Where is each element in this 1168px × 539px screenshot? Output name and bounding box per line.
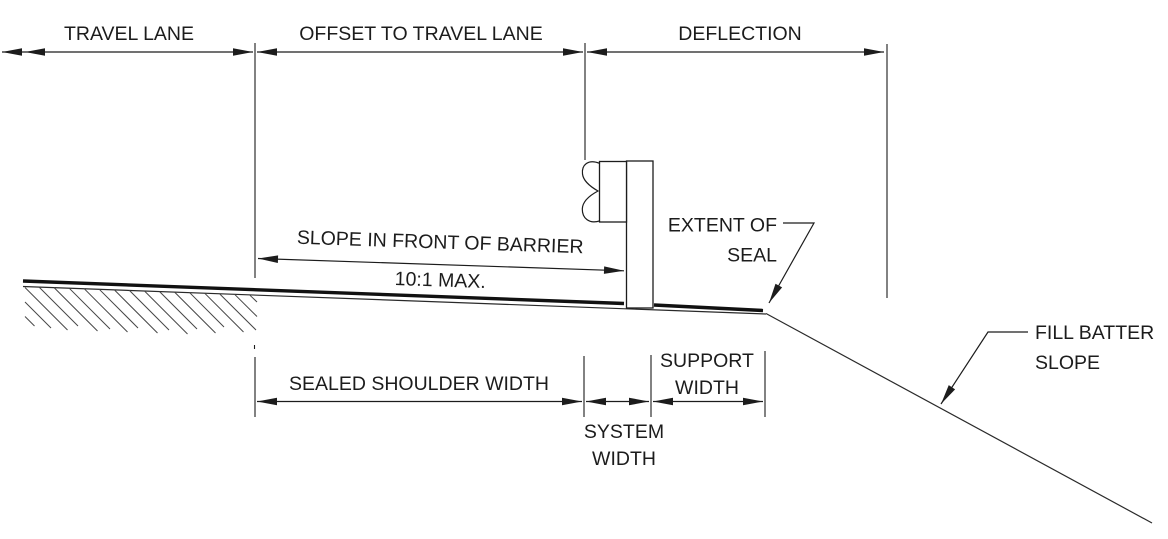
slope-dimension-line (257, 255, 625, 274)
hatch-line (24, 287, 68, 331)
extent-of-seal-label-line1: EXTENT OF (668, 215, 777, 237)
deflection-dimension: DEFLECTION (587, 23, 884, 56)
hatch-line (68, 287, 111, 330)
hatch-line (38, 286, 79, 327)
sealed-shoulder-width-dimension: SEALED SHOULDER WIDTH (257, 373, 582, 406)
hatch-line (189, 292, 225, 328)
hatch-line (159, 291, 198, 330)
deflection-label: DEFLECTION (678, 23, 802, 45)
system-width-dimension: SYSTEM WIDTH (584, 397, 664, 470)
fill-batter-slope-line (765, 312, 1153, 524)
slope-in-front-of-barrier-label: SLOPE IN FRONT OF BARRIER (297, 227, 584, 258)
offset-to-travel-lane-dimension: OFFSET TO TRAVEL LANE (257, 23, 583, 56)
hatch-line (204, 292, 244, 333)
system-width-label-line2: WIDTH (592, 448, 656, 470)
hatch-line (234, 294, 258, 317)
pavement-underside-line (22, 285, 767, 315)
hatch-line (144, 290, 188, 335)
fill-batter-slope-label-line1: FILL BATTER (1035, 322, 1154, 344)
hatch-line (98, 288, 139, 329)
offset-to-travel-lane-label: OFFSET TO TRAVEL LANE (299, 23, 542, 45)
support-width-dimension: SUPPORT WIDTH (653, 350, 763, 406)
ground-hatching (24, 286, 258, 335)
support-width-label-line2: WIDTH (675, 377, 739, 399)
travel-lane-label: TRAVEL LANE (64, 23, 194, 45)
support-width-label-line1: SUPPORT (660, 350, 754, 372)
fill-batter-slope-callout: FILL BATTER SLOPE (940, 322, 1154, 405)
extent-of-seal-leader-line (768, 222, 816, 304)
extent-of-seal-label-line2: SEAL (727, 245, 777, 267)
hatch-line (249, 294, 258, 303)
hatch-line (83, 288, 128, 333)
slope-in-front-of-barrier-dimension: SLOPE IN FRONT OF BARRIER 10:1 MAX. (257, 227, 625, 293)
hatch-line (219, 293, 257, 331)
fill-batter-slope-label-line2: SLOPE (1035, 352, 1100, 374)
road-surface (22, 279, 1153, 524)
hatch-line (174, 291, 216, 334)
slope-ratio-label: 10:1 MAX. (394, 268, 486, 293)
system-width-label-line1: SYSTEM (584, 421, 664, 443)
barrier (581, 160, 654, 309)
travel-lane-dimension: TRAVEL LANE (2, 23, 253, 56)
fill-batter-slope-leader-line (940, 331, 1028, 405)
seal-surface-line (653, 303, 764, 313)
hatch-line (114, 289, 158, 334)
pavement-surface-line (22, 279, 625, 306)
hatch-line (129, 290, 170, 331)
hatch-line (24, 301, 52, 329)
barrier-post (625, 160, 654, 309)
hatch-line (24, 316, 35, 327)
extension-lines (253, 43, 888, 417)
extent-of-seal-callout: EXTENT OF SEAL (668, 215, 816, 304)
travel-lane-continuation-arrowhead (25, 48, 45, 56)
w-beam-rail-profile (581, 161, 601, 223)
hatch-line (53, 287, 98, 332)
barrier-blockout (598, 160, 628, 223)
sealed-shoulder-width-label: SEALED SHOULDER WIDTH (289, 373, 549, 395)
